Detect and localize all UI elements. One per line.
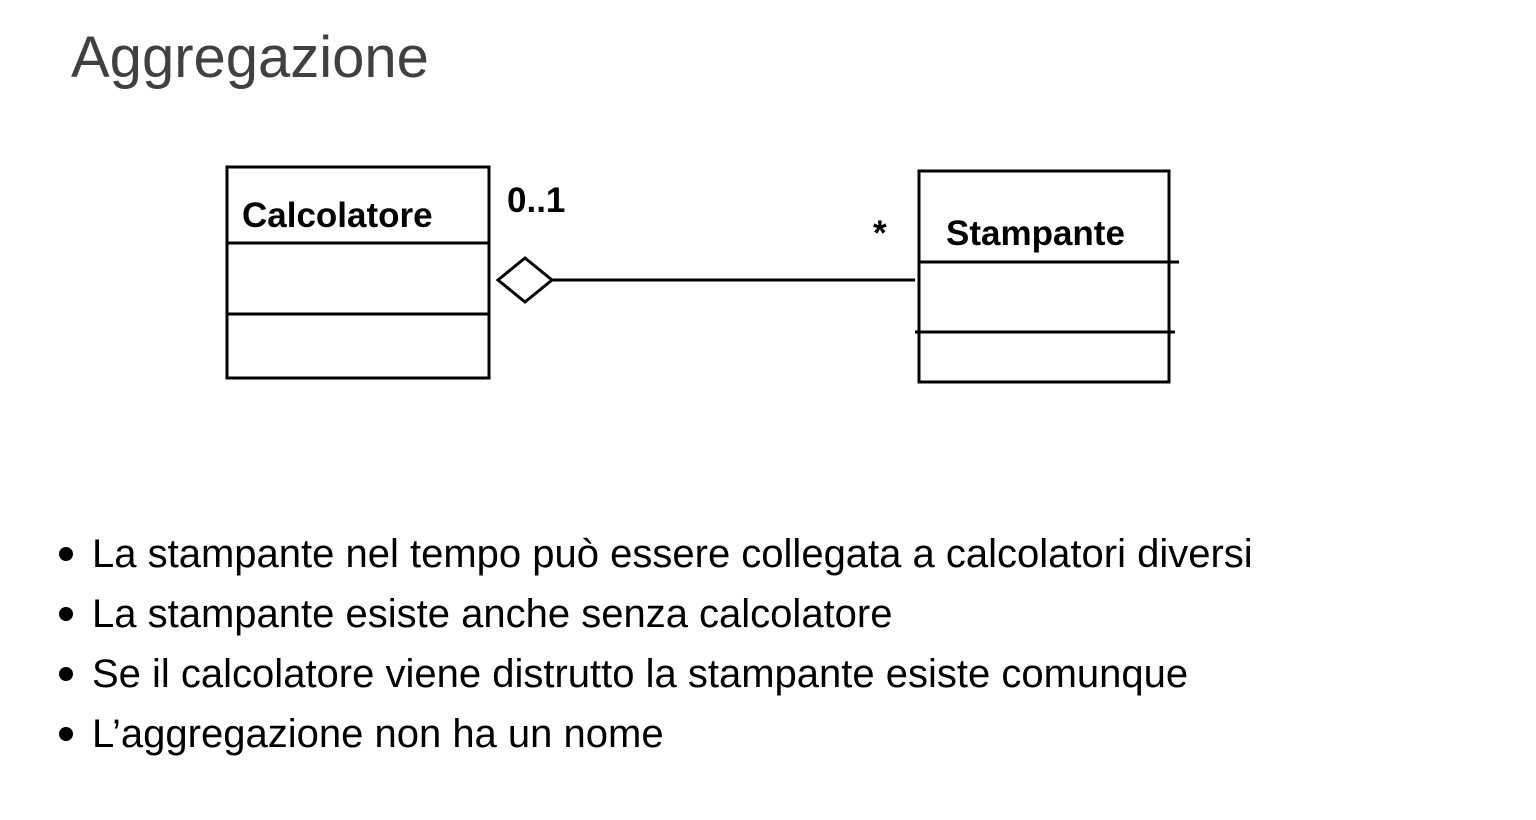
bullet-text: La stampante nel tempo può essere colleg… xyxy=(92,532,1253,576)
bullet-text: L’aggregazione non ha un nome xyxy=(92,712,664,756)
bullet-item: La stampante esiste anche senza calcolat… xyxy=(55,584,1515,644)
aggregation-diamond-icon xyxy=(495,256,555,304)
multiplicity-source: 0..1 xyxy=(507,181,565,220)
class-box-stampante: Stampante xyxy=(915,169,1179,384)
bullet-item: La stampante nel tempo può essere colleg… xyxy=(55,524,1515,584)
bullet-dot-icon xyxy=(59,727,73,741)
bullet-item: L’aggregazione non ha un nome xyxy=(55,704,1515,764)
bullet-text: La stampante esiste anche senza calcolat… xyxy=(92,592,893,636)
bullet-dot-icon xyxy=(59,547,73,561)
bullet-text: Se il calcolatore viene distrutto la sta… xyxy=(92,652,1189,696)
class-box-stampante-border xyxy=(917,169,1171,384)
multiplicity-target: * xyxy=(873,214,887,253)
class-name-calcolatore: Calcolatore xyxy=(242,196,433,235)
slide-title: Aggregazione xyxy=(71,25,429,90)
class-name-stampante: Stampante xyxy=(946,214,1125,253)
class-box-calcolatore: Calcolatore xyxy=(225,165,491,380)
bullet-dot-icon xyxy=(59,667,73,681)
class-box-calcolatore-border xyxy=(225,165,491,380)
aggregation-association: 0..1 * xyxy=(495,181,915,304)
bullet-dot-icon xyxy=(59,607,73,621)
bullet-item: Se il calcolatore viene distrutto la sta… xyxy=(55,644,1515,704)
bullet-list: La stampante nel tempo può essere colleg… xyxy=(55,524,1515,764)
